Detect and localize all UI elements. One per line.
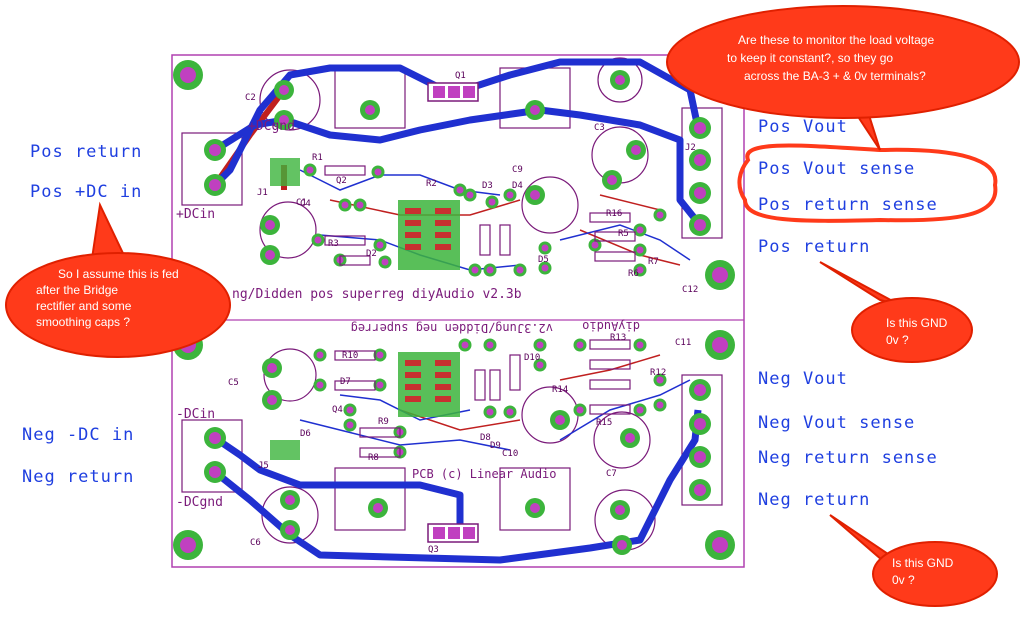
pads: [204, 70, 711, 555]
designator-q2: Q2: [336, 176, 347, 186]
designator-c12: C12: [682, 285, 698, 295]
designator-d4: D4: [512, 181, 523, 191]
designator-c7: C7: [606, 469, 617, 479]
label-pos-vout-sense: Pos Vout sense: [758, 159, 915, 179]
label-neg-return-sense: Neg return sense: [758, 448, 938, 468]
neg-diyaudio-silk: diyAudio: [582, 319, 640, 333]
label-neg-vout-sense: Neg Vout sense: [758, 413, 915, 433]
designator-c3: C3: [594, 123, 605, 133]
neg-dcin-silk: -DCin: [176, 407, 215, 422]
bubble-left-text: So I assume this is fed after the Bridge…: [36, 267, 182, 329]
designator-r2: R2: [426, 179, 437, 189]
label-pos-return-left: Pos return: [30, 142, 142, 162]
designator-d2: D2: [366, 249, 377, 259]
bubble-top-right: Are these to monitor the load voltage to…: [666, 5, 1020, 151]
designator-r13: R13: [610, 333, 626, 343]
designator-q1: Q1: [455, 71, 466, 81]
label-neg-vout: Neg Vout: [758, 369, 848, 389]
ic-chips: [398, 200, 460, 417]
designator-d3: D3: [482, 181, 493, 191]
designator-d7: D7: [340, 377, 351, 387]
neg-board-title: v2.3Jung/Didden neg superreg: [351, 321, 553, 335]
designator-j5: J5: [258, 461, 269, 471]
bubble-top-right-text: Are these to monitor the load voltage to…: [727, 33, 937, 83]
transistor-headers: [270, 82, 479, 543]
label-neg-dc-in: Neg -DC in: [22, 425, 134, 445]
pos-dcin-silk: +DCin: [176, 207, 215, 222]
designator-d9: D9: [490, 441, 501, 451]
blue-power-traces: [212, 58, 703, 564]
designator-c4: C4: [300, 199, 311, 209]
designator-r14: R14: [552, 385, 568, 395]
designator-r1: R1: [312, 153, 323, 163]
label-neg-return-right: Neg return: [758, 490, 870, 510]
designator-q4: Q4: [332, 405, 343, 415]
label-pos-return-right: Pos return: [758, 237, 870, 257]
designator-r8: R8: [368, 453, 379, 463]
designator-r9: R9: [378, 417, 389, 427]
designator-c9: C9: [512, 165, 523, 175]
designator-d5: D5: [538, 255, 549, 265]
designator-j1: J1: [257, 188, 268, 198]
neg-dcgnd-silk: -DCgnd: [176, 495, 223, 510]
designator-r16: R16: [606, 209, 622, 219]
label-pos-vout: Pos Vout: [758, 117, 848, 137]
designator-r3: R3: [328, 239, 339, 249]
bubble-mid-right-text: Is this GND 0v ?: [886, 316, 951, 347]
label-neg-return-left: Neg return: [22, 467, 134, 487]
designator-r7: R7: [648, 257, 659, 267]
designator-c5: C5: [228, 378, 239, 388]
pcb-linear-audio-silk: PCB (c) Linear Audio: [412, 467, 557, 481]
designator-r15: R15: [596, 418, 612, 428]
designator-r6: R6: [628, 269, 639, 279]
resistor-bodies: [324, 165, 636, 458]
designator-r10: R10: [342, 351, 358, 361]
designator-j2: J2: [685, 143, 696, 153]
label-pos-return-sense: Pos return sense: [758, 195, 938, 215]
pos-dcgnd-silk: +DCgnd: [248, 119, 295, 134]
designator-d6: D6: [300, 429, 311, 439]
bubble-mid-right: Is this GND 0v ?: [819, 261, 973, 363]
component-pads: [303, 163, 667, 459]
designator-r5: R5: [618, 229, 629, 239]
sense-highlight-outline: [737, 143, 998, 223]
pos-board-title: ng/Didden pos superreg diyAudio v2.3b: [232, 287, 522, 302]
bubble-bottom-right-text: Is this GND 0v ?: [892, 556, 957, 587]
designator-r12: R12: [650, 368, 666, 378]
designator-d10: D10: [524, 353, 540, 363]
designator-d8: D8: [480, 433, 491, 443]
designator-q3: Q3: [428, 545, 439, 555]
designator-c10: C10: [502, 449, 518, 459]
bubble-bottom-right: Is this GND 0v ?: [829, 514, 998, 607]
bubble-left: So I assume this is fed after the Bridge…: [5, 201, 231, 358]
label-pos-dc-in: Pos +DC in: [30, 182, 142, 202]
designator-c11: C11: [675, 338, 691, 348]
designator-c2: C2: [245, 93, 256, 103]
designator-c1: C1: [296, 198, 307, 208]
mounting-holes: [173, 60, 735, 560]
designator-c6: C6: [250, 538, 261, 548]
